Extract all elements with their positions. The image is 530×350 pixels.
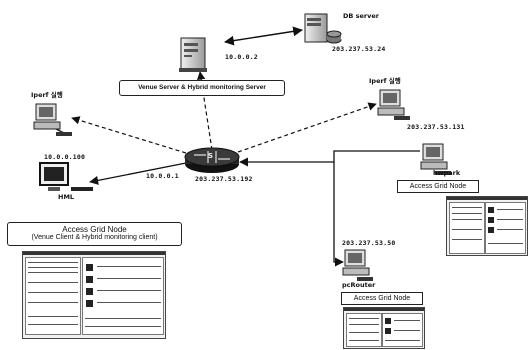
db-ip-label: 203.237.53.24 [332, 45, 386, 53]
hwpark-pc-icon [420, 143, 451, 175]
agn-right-screenshot [446, 196, 528, 256]
venue-server-icon [179, 37, 207, 72]
router-client-link [89, 162, 187, 185]
venue-db-link [224, 26, 303, 46]
router-pcrouter-link [333, 162, 344, 267]
client-monitor-icon [39, 162, 93, 191]
agn-bottom-label: Access Grid Node [353, 295, 411, 302]
agn-right-label: Access Grid Node [409, 183, 467, 190]
db-server-label: DB server [343, 12, 379, 20]
iperf-left-label: Iperf 실행 [31, 91, 63, 99]
router-right-ip-label: 203.237.53.192 [195, 175, 253, 183]
iperf-right-pc-icon [377, 89, 410, 120]
client-ip-label: 10.0.0.100 [44, 153, 86, 161]
pcrouter-ip-label: 203.237.53.50 [342, 239, 396, 247]
venue-server-box: Venue Server & Hybrid monitoring Server [119, 80, 285, 96]
router-iperf-left-dashed-link [71, 116, 187, 154]
router-icon [184, 147, 240, 173]
iperf-left-pc-icon [33, 103, 72, 136]
agn-left-box: Access Grid Node (Venue Client & Hybrid … [7, 222, 182, 246]
agn-bottom-box: Access Grid Node [341, 292, 423, 305]
router-left-ip-label: 10.0.0.1 [146, 172, 179, 180]
agn-right-box: Access Grid Node [397, 180, 479, 193]
agn-bottom-screenshot [343, 307, 425, 349]
iperf-right-label: Iperf 실행 [369, 77, 401, 85]
venue-server-box-label: Venue Server & Hybrid monitoring Server [138, 84, 266, 91]
hwpark-label: hwpark [433, 169, 461, 177]
hwpark-ip-label: 203.237.53.131 [407, 123, 465, 131]
hml-label: HML [58, 193, 75, 201]
agn-left-label-line1: Access Grid Node [62, 225, 127, 234]
agn-left-label-line2: (Venue Client & Hybrid monitoring client… [31, 234, 158, 242]
router-mark-label: S [208, 152, 214, 160]
router-hwpark-link [239, 150, 420, 167]
db-server-icon [304, 13, 342, 44]
venue-ip-label: 10.0.0.2 [225, 53, 258, 61]
pcrouter-label: pcRouter [342, 281, 376, 289]
pcrouter-pc-icon [342, 249, 373, 281]
router-iperf-right-dashed-link [237, 102, 377, 153]
agn-left-screenshot [22, 251, 166, 339]
